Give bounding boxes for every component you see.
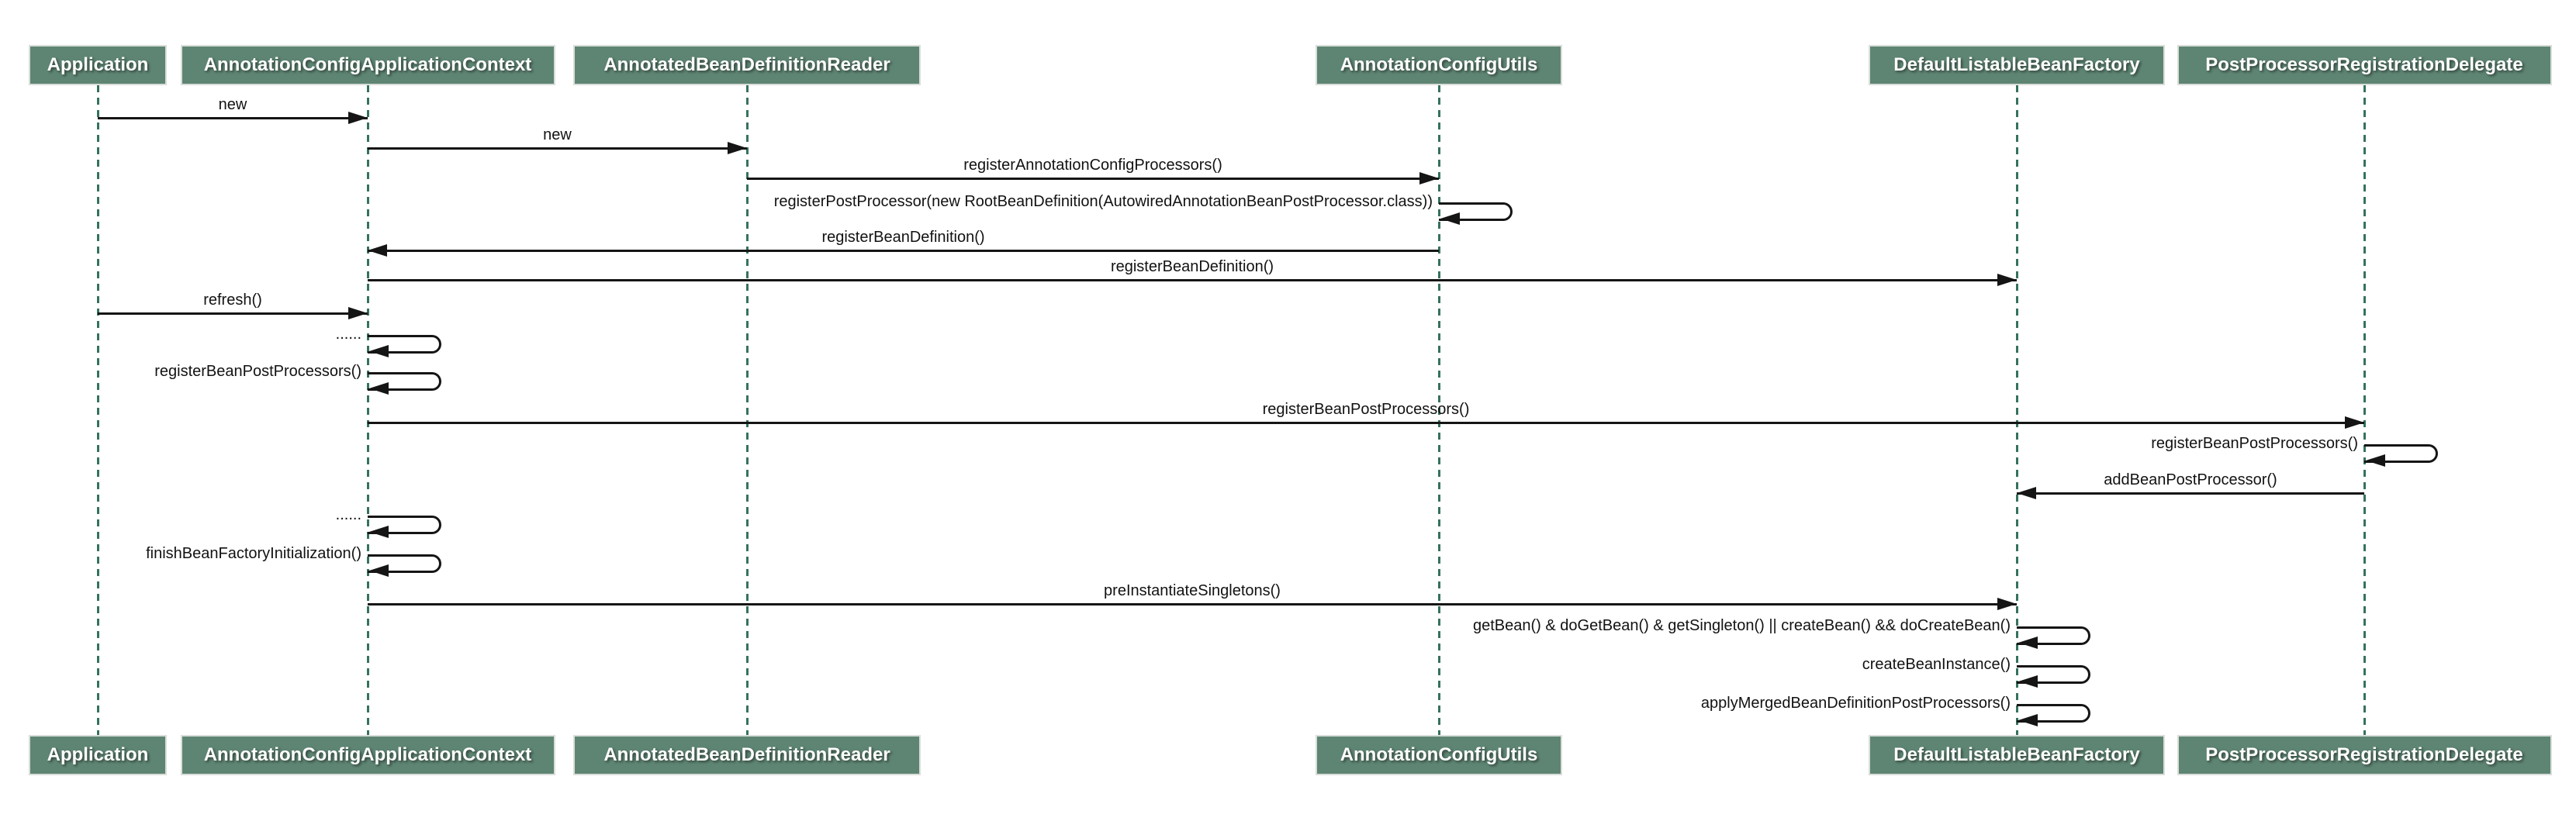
message-arrowhead-icon	[2017, 487, 2036, 499]
participant-label: AnnotatedBeanDefinitionReader	[603, 54, 890, 75]
participant-label: PostProcessorRegistrationDelegate	[2205, 744, 2523, 765]
self-message-arrowhead-icon	[369, 382, 389, 395]
lifeline-post-processor-registration-delegate	[2363, 85, 2366, 735]
participant-post-processor-registration-delegate-top: PostProcessorRegistrationDelegate	[2177, 45, 2552, 85]
participant-default-listable-bean-factory-top: DefaultListableBeanFactory	[1869, 45, 2165, 85]
lifeline-annotation-config-utils	[1437, 85, 1440, 735]
participant-label: Application	[47, 54, 149, 75]
message-line	[98, 117, 368, 119]
participant-annotation-config-application-context-top: AnnotationConfigApplicationContext	[180, 45, 555, 85]
participant-label: PostProcessorRegistrationDelegate	[2205, 54, 2523, 75]
self-message-label: registerPostProcessor(new RootBeanDefini…	[773, 193, 1433, 210]
self-message-arrowhead-icon	[2018, 675, 2038, 688]
self-message-label: applyMergedBeanDefinitionPostProcessors(…	[1700, 695, 2011, 712]
message-label: registerBeanDefinition()	[821, 229, 985, 246]
participant-label: AnnotationConfigApplicationContext	[203, 744, 532, 765]
message-line	[2017, 492, 2364, 495]
message-arrowhead-icon	[1997, 274, 2017, 286]
self-message-arrowhead-icon	[369, 526, 389, 538]
lifeline-application	[96, 85, 99, 735]
message-arrowhead-icon	[1419, 172, 1439, 185]
participant-label: AnnotationConfigUtils	[1340, 54, 1538, 75]
participant-default-listable-bean-factory-bottom: DefaultListableBeanFactory	[1869, 735, 2165, 775]
participant-application-top: Application	[29, 45, 167, 85]
self-message-label: createBeanInstance()	[1862, 656, 2011, 673]
participant-annotation-config-application-context-bottom: AnnotationConfigApplicationContext	[180, 735, 555, 775]
message-line	[368, 147, 747, 150]
participant-label: AnnotationConfigApplicationContext	[203, 54, 532, 75]
participant-label: AnnotationConfigUtils	[1340, 744, 1538, 765]
self-message-loop	[1439, 202, 1513, 221]
self-message-loop	[2017, 665, 2090, 684]
self-message-arrowhead-icon	[1440, 212, 1460, 225]
message-line	[368, 250, 1439, 252]
participant-label: DefaultListableBeanFactory	[1893, 54, 2140, 75]
participant-post-processor-registration-delegate-bottom: PostProcessorRegistrationDelegate	[2177, 735, 2552, 775]
message-arrowhead-icon	[2345, 416, 2364, 429]
lifeline-annotation-config-application-context	[366, 85, 369, 735]
message-arrowhead-icon	[348, 112, 368, 124]
message-label: new	[543, 126, 572, 143]
self-message-loop	[2017, 626, 2090, 645]
message-line	[747, 178, 1439, 180]
self-message-loop	[368, 372, 441, 391]
self-message-loop	[2017, 704, 2090, 723]
message-label: new	[218, 96, 247, 113]
message-arrowhead-icon	[348, 307, 368, 319]
self-message-arrowhead-icon	[2018, 714, 2038, 726]
message-line	[98, 312, 368, 315]
self-message-arrowhead-icon	[369, 564, 389, 577]
self-message-loop	[368, 554, 441, 573]
self-message-arrowhead-icon	[2018, 637, 2038, 649]
self-message-loop	[368, 335, 441, 354]
message-label: registerAnnotationConfigProcessors()	[963, 157, 1222, 174]
message-line	[368, 603, 2017, 605]
self-message-loop	[2364, 444, 2438, 463]
lifeline-default-listable-bean-factory	[2015, 85, 2018, 735]
message-label: addBeanPostProcessor()	[2104, 471, 2277, 488]
self-message-label: ......	[335, 506, 361, 523]
self-message-arrowhead-icon	[2366, 454, 2385, 467]
self-message-label: getBean() & doGetBean() & getSingleton()…	[1473, 617, 2011, 634]
message-label: registerBeanDefinition()	[1110, 258, 1274, 275]
message-label: refresh()	[203, 292, 262, 309]
self-message-loop	[368, 516, 441, 534]
participant-annotated-bean-definition-reader-top: AnnotatedBeanDefinitionReader	[573, 45, 921, 85]
participant-annotation-config-utils-top: AnnotationConfigUtils	[1316, 45, 1562, 85]
message-arrowhead-icon	[728, 142, 747, 154]
self-message-label: ......	[335, 326, 361, 343]
participant-label: AnnotatedBeanDefinitionReader	[603, 744, 890, 765]
message-label: preInstantiateSingletons()	[1104, 582, 1281, 599]
message-arrowhead-icon	[368, 244, 387, 257]
participant-annotation-config-utils-bottom: AnnotationConfigUtils	[1316, 735, 1562, 775]
self-message-label: registerBeanPostProcessors()	[154, 363, 361, 380]
participant-application-bottom: Application	[29, 735, 167, 775]
participant-annotated-bean-definition-reader-bottom: AnnotatedBeanDefinitionReader	[573, 735, 921, 775]
self-message-label: registerBeanPostProcessors()	[2151, 435, 2358, 452]
message-label: registerBeanPostProcessors()	[1262, 401, 1470, 418]
self-message-arrowhead-icon	[369, 345, 389, 357]
message-arrowhead-icon	[1997, 598, 2017, 610]
self-message-label: finishBeanFactoryInitialization()	[146, 545, 361, 562]
message-line	[368, 422, 2364, 424]
participant-label: Application	[47, 744, 149, 765]
lifeline-annotated-bean-definition-reader	[745, 85, 749, 735]
message-line	[368, 279, 2017, 281]
participant-label: DefaultListableBeanFactory	[1893, 744, 2140, 765]
